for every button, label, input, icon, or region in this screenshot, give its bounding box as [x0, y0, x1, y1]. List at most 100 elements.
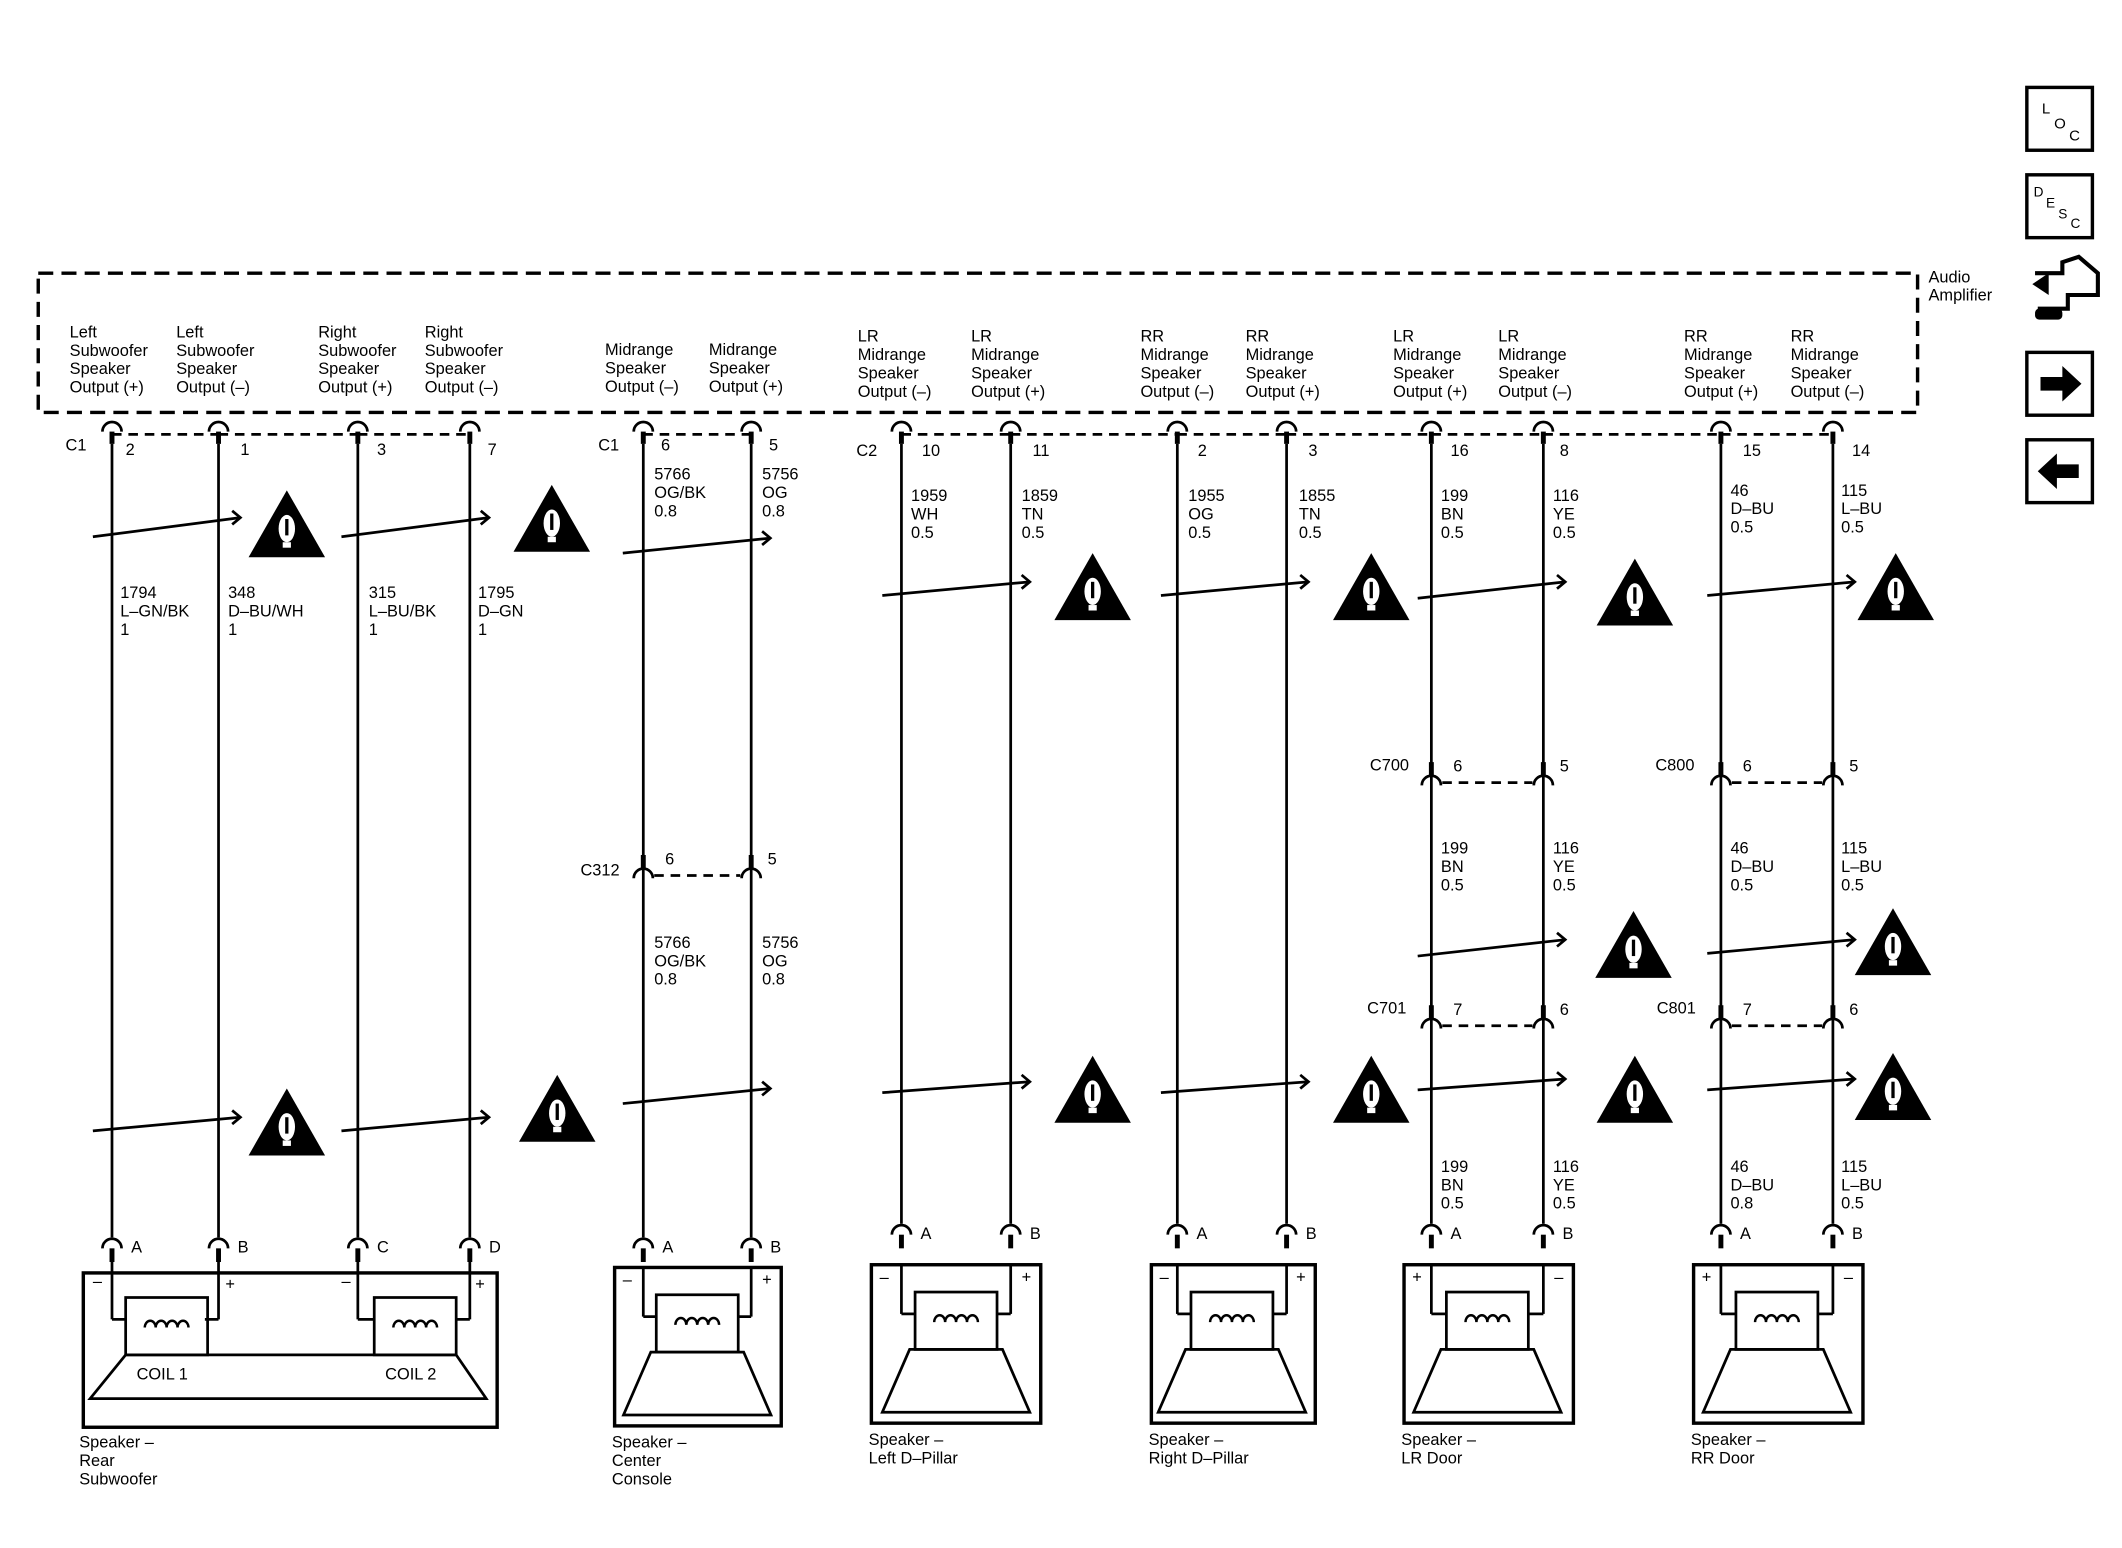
twisted-pair-end [1556, 573, 1568, 590]
speaker-pin-rsub_pos: C [377, 1238, 389, 1256]
wire-spec-lrd_pos: BN [1441, 858, 1464, 876]
circuit-label-lrd_neg: Output (–) [1498, 383, 1572, 401]
twisted-pair-end [761, 530, 773, 547]
speaker-connector-terminal [999, 1223, 1022, 1235]
inline-pin-lrd_pos: 6 [1453, 758, 1462, 776]
circuit-label-lsub_pos: Speaker [70, 360, 132, 378]
speaker-cone [1701, 1348, 1853, 1414]
polarity-mark: + [475, 1275, 485, 1293]
warning-bulb-mark [1633, 1084, 1637, 1101]
speaker-connector-pin [1284, 1234, 1290, 1249]
twisted-pair-mark [882, 580, 1030, 597]
speaker-connector-terminal [632, 1237, 655, 1249]
connector-terminal [1275, 420, 1298, 432]
twisted-pair-mark [622, 536, 771, 555]
circuit-label-rrd_pos: Speaker [1684, 364, 1746, 382]
wire-spec-lrd_pos: 0.5 [1441, 1195, 1464, 1213]
connector-c2-label: C2 [856, 442, 877, 460]
polarity-mark: + [1702, 1268, 1712, 1286]
wire-spec-rrd_neg: L–BU [1841, 1176, 1882, 1194]
wire-spec-rrd_neg: 0.5 [1841, 877, 1864, 895]
wire-spec-rrd_neg: 115 [1841, 1158, 1867, 1176]
circuit-label-mid_neg: Output (–) [605, 378, 679, 396]
circuit-label-rsub_neg: Right [425, 323, 464, 341]
polarity-mark: – [1844, 1268, 1854, 1286]
wire-spec-rsub_neg: D–GN [478, 603, 524, 621]
connector-c1-label: C1 [66, 437, 87, 455]
warning-bulb-base [1888, 960, 1898, 966]
wire-spec-rr_pos: 0.5 [1299, 524, 1322, 542]
wire-spec-lrd_pos: 0.5 [1441, 877, 1464, 895]
speaker-name-center: Speaker – [612, 1434, 688, 1452]
speaker-pin-lrd_neg: B [1562, 1225, 1573, 1243]
connector-pin [640, 431, 646, 444]
wire-spec-lrd_pos: 199 [1441, 840, 1468, 858]
connector-c1-label: C1 [598, 437, 619, 455]
wire-spec-rrd_neg: 0.5 [1841, 519, 1864, 537]
connector-pin [748, 431, 754, 444]
twisted-pair-mark [1417, 938, 1566, 958]
wire-spec-mid_neg: OG/BK [654, 952, 706, 970]
loc-letter: O [2054, 115, 2066, 132]
warning-bulb-base [1088, 1107, 1097, 1114]
circuit-label-lrd_neg: Speaker [1498, 364, 1560, 382]
warning-icon [513, 484, 591, 552]
twisted-pair-mark [92, 1115, 241, 1133]
connector-terminal [632, 420, 655, 432]
circuit-label-rrd_neg: Midrange [1791, 346, 1859, 364]
circuit-label-rr_neg: Output (–) [1140, 383, 1214, 401]
twisted-pair-mark [622, 1087, 771, 1105]
twisted-pair-mark [1707, 938, 1855, 955]
wire-spec-lrd_neg: YE [1553, 1176, 1575, 1194]
polarity-mark: + [1022, 1268, 1032, 1286]
connector-pin [1830, 1005, 1836, 1019]
connector-terminal [1709, 774, 1732, 786]
circuit-label-mid_pos: Speaker [709, 360, 771, 378]
pin-number-rrd_pos: 15 [1743, 442, 1761, 460]
twisted-pair-end [231, 1109, 243, 1126]
speaker-connector-terminal [458, 1237, 481, 1249]
speaker-connector-terminal [346, 1237, 369, 1249]
connector-terminal [1420, 420, 1443, 432]
speaker-name-lrdoor: LR Door [1401, 1449, 1463, 1467]
wire-spec-rrd_neg: 115 [1841, 840, 1867, 858]
warning-bulb-mark [285, 519, 289, 536]
speaker-pin-rr_pos: B [1306, 1225, 1317, 1243]
desc-button[interactable] [2025, 173, 2095, 240]
warning-icon [1857, 553, 1934, 621]
twisted-pair-end [231, 509, 243, 526]
connector-terminal [346, 420, 369, 432]
speaker-rear-subwoofer [81, 1271, 499, 1429]
wire-spec-lr_pos: TN [1022, 506, 1044, 524]
warning-icon [1596, 1055, 1674, 1123]
diagram-content: AudioAmplifierLOCDESCLeftSubwooferSpeake… [36, 85, 2100, 1489]
vehicle-wrench-icon[interactable] [2032, 254, 2100, 320]
speaker-connector-pin [216, 1248, 221, 1262]
pin-number-lr_pos: 11 [1033, 442, 1050, 460]
speaker-connector-pin [355, 1248, 361, 1262]
circuit-label-lrd_neg: Midrange [1498, 346, 1566, 364]
inline-pin-lrd_neg: 6 [1560, 1001, 1569, 1019]
loc-button[interactable] [2025, 85, 2095, 152]
speaker-cone [87, 1353, 489, 1400]
wire-spec-lrd_neg: 116 [1553, 487, 1579, 505]
wire-spec-lrd_pos: BN [1441, 1176, 1464, 1194]
connector-pin [1008, 431, 1014, 444]
speaker-pin-mid_neg: A [662, 1238, 673, 1256]
speaker-name-rrdoor: RR Door [1691, 1449, 1755, 1467]
twisted-pair-end [1845, 1071, 1857, 1087]
warning-icon [1854, 908, 1932, 976]
connector-pin [1284, 431, 1290, 444]
pin-number-rsub_neg: 7 [488, 441, 497, 459]
connector-pin [1428, 431, 1434, 444]
connector-pin [109, 431, 115, 444]
wire-spec-lrd_neg: 116 [1553, 840, 1579, 858]
twisted-pair-mark [1707, 580, 1855, 597]
warning-icon [1333, 553, 1410, 621]
arrow-left-icon [2037, 453, 2079, 489]
circuit-label-rrd_pos: RR [1684, 327, 1708, 345]
wire-spec-rrd_pos: 0.5 [1730, 519, 1753, 537]
circuit-label-lsub_neg: Speaker [176, 360, 238, 378]
speaker-cone [1156, 1348, 1308, 1414]
